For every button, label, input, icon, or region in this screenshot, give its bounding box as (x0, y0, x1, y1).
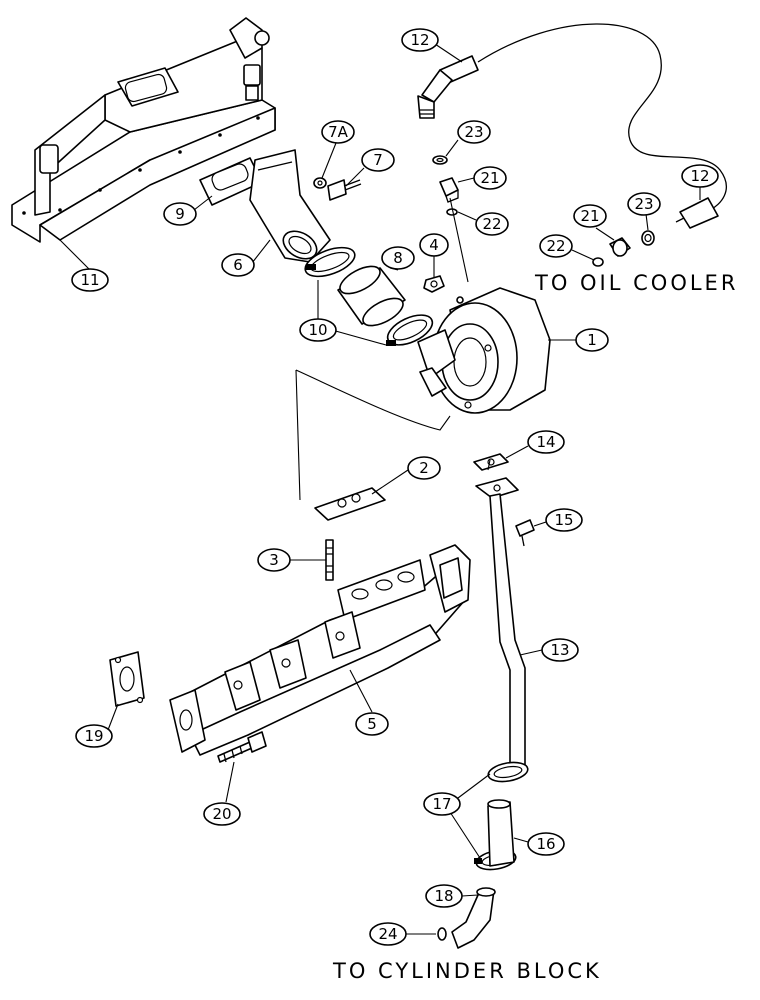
svg-text:15: 15 (554, 511, 573, 529)
svg-text:10: 10 (308, 321, 327, 339)
part-22-oring-lower (592, 257, 604, 267)
part-8-hose (337, 265, 406, 327)
part-23-washer-lower (641, 230, 655, 246)
callout-11: 11 (59, 239, 109, 292)
callout-9: 9 (163, 195, 213, 226)
callout-3: 3 (257, 548, 326, 572)
svg-text:21: 21 (480, 169, 499, 187)
callout-22-upper: 22 (457, 211, 509, 236)
part-21-fitting-upper (439, 177, 459, 203)
note-to-cylinder-block: TO CYLINDER BLOCK (332, 959, 602, 983)
callout-16: 16 (513, 832, 565, 856)
callout-19: 19 (75, 703, 119, 748)
callout-15: 15 (533, 508, 583, 532)
callout-17: 17 (423, 773, 491, 859)
svg-text:6: 6 (233, 256, 243, 274)
callout-2: 2 (371, 456, 441, 495)
callout-5: 5 (349, 669, 389, 736)
svg-text:7A: 7A (328, 123, 349, 141)
callout-21-lower: 21 (573, 204, 615, 241)
callout-20: 20 (203, 761, 241, 826)
part-13-drain-tube (475, 477, 526, 773)
part-14-gasket (473, 453, 509, 471)
svg-text:23: 23 (634, 195, 653, 213)
part-20-bolt (217, 731, 267, 763)
assembly-guide-lines (295, 197, 491, 501)
callout-14: 14 (505, 430, 565, 459)
part-24-oring (437, 927, 447, 941)
part-3-stud (325, 539, 334, 581)
part-15-bolt (515, 519, 535, 547)
svg-text:13: 13 (550, 641, 569, 659)
part-5-exhaust-manifold (169, 544, 471, 756)
part-12-oil-line (417, 23, 727, 229)
svg-text:19: 19 (84, 727, 103, 745)
part-10-hose-clamps (304, 246, 434, 346)
note-to-oil-cooler: TO OIL COOLER (534, 271, 738, 295)
callout-10: 10 (299, 280, 387, 346)
part-4-nut (423, 275, 445, 293)
part-23-washer-upper (432, 155, 448, 165)
svg-text:4: 4 (429, 236, 439, 254)
part-2-gasket (314, 487, 386, 521)
callout-8: 8 (381, 246, 415, 271)
svg-text:23: 23 (464, 123, 483, 141)
svg-text:17: 17 (432, 795, 451, 813)
svg-text:3: 3 (269, 551, 279, 569)
callout-7: 7 (345, 148, 395, 187)
part-18-elbow-tube (451, 887, 496, 949)
part-19-gasket (109, 651, 145, 707)
callout-12-lower: 12 (681, 164, 719, 200)
svg-text:1: 1 (587, 331, 597, 349)
svg-text:14: 14 (536, 433, 555, 451)
svg-text:5: 5 (367, 715, 377, 733)
svg-text:20: 20 (212, 805, 231, 823)
callout-23-upper: 23 (445, 120, 491, 157)
svg-text:24: 24 (378, 925, 397, 943)
svg-text:18: 18 (434, 887, 453, 905)
part-11-exhaust-cover (11, 17, 276, 243)
callout-23-lower: 23 (627, 192, 661, 231)
part-7a-washer (313, 177, 327, 189)
callout-4: 4 (419, 233, 449, 278)
callout-6: 6 (221, 239, 271, 277)
svg-text:11: 11 (80, 271, 99, 289)
callout-12-upper: 12 (401, 28, 463, 63)
svg-text:12: 12 (410, 31, 429, 49)
callout-22-lower: 22 (539, 234, 595, 261)
svg-text:12: 12 (690, 167, 709, 185)
svg-text:9: 9 (175, 205, 185, 223)
svg-text:2: 2 (419, 459, 429, 477)
callout-13: 13 (519, 638, 579, 662)
svg-text:21: 21 (580, 207, 599, 225)
callout-1: 1 (548, 328, 609, 352)
callout-7a: 7A (321, 120, 355, 179)
svg-text:8: 8 (393, 249, 403, 267)
part-6-elbow-adapter (249, 149, 331, 263)
part-1-turbocharger (417, 287, 551, 414)
svg-text:7: 7 (373, 151, 383, 169)
svg-text:16: 16 (536, 835, 555, 853)
part-21-fitting-lower (609, 237, 631, 257)
svg-text:22: 22 (482, 215, 501, 233)
callout-24: 24 (369, 922, 436, 946)
callout-18: 18 (425, 884, 479, 908)
part-16-hose (487, 799, 515, 867)
callout-21-upper: 21 (457, 166, 507, 190)
svg-text:22: 22 (546, 237, 565, 255)
part-7-bolt (327, 179, 362, 201)
